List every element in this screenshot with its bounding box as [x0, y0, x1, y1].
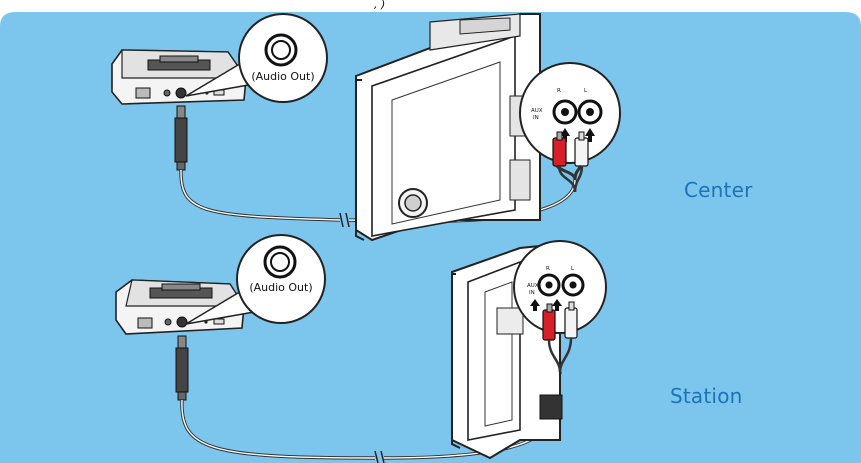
white-plug-station	[564, 307, 578, 339]
r-label-center: R	[557, 88, 561, 94]
system-label-center: Center	[684, 178, 753, 202]
white-plug-center	[574, 137, 589, 167]
aux-label-center: AUX	[531, 108, 543, 114]
l-label-center: L	[584, 88, 588, 94]
aux-in-callout-station: AUX IN R L	[513, 240, 607, 373]
r-label-station: R	[546, 266, 550, 272]
in-label-center: IN	[533, 115, 539, 121]
system-label-station: Station	[670, 384, 743, 408]
audio-out-label-center: (Audio Out)	[251, 70, 314, 83]
svg-text:, ): , )	[374, 0, 385, 11]
aux-in-callout-center: AUX IN R L	[519, 62, 621, 193]
in-label-station: IN	[529, 290, 535, 296]
l-label-station: L	[571, 266, 575, 272]
audio-out-callout-station: (Audio Out)	[185, 234, 326, 325]
audio-out-label-station: (Audio Out)	[249, 281, 312, 294]
aux-label-station: AUX	[527, 283, 539, 289]
red-plug-center	[552, 137, 567, 167]
audio-out-callout-center: (Audio Out)	[185, 13, 328, 103]
red-plug-station	[542, 309, 556, 341]
dock-adapter-station	[115, 279, 246, 335]
center-speaker-unit	[355, 13, 541, 242]
background-panel	[0, 12, 861, 463]
